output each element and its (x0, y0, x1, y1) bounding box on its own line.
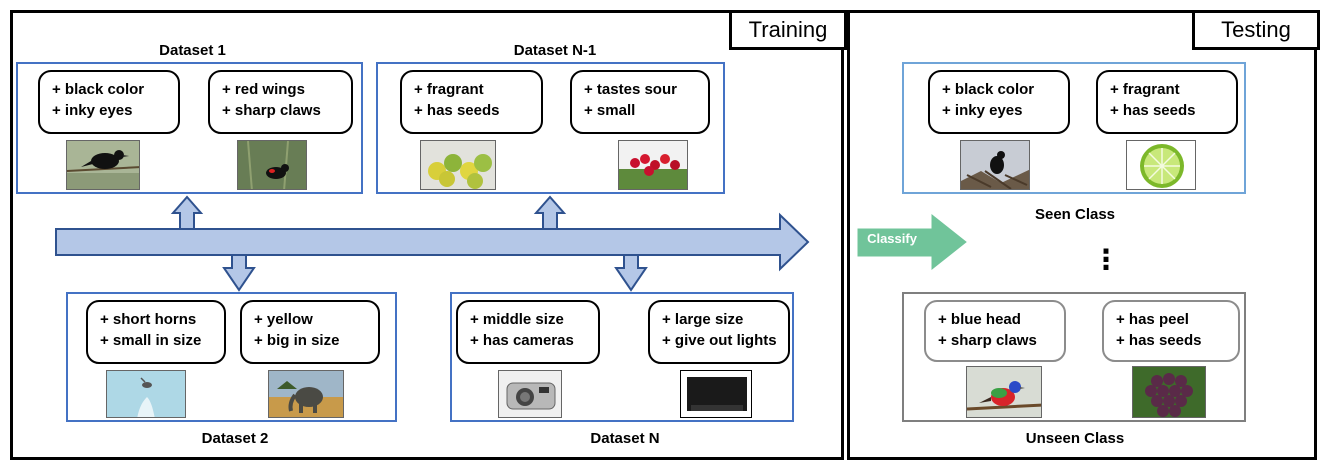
painted-bunting-photo (966, 366, 1042, 418)
grapes-photo (1132, 366, 1206, 418)
unseen-class-title: Unseen Class (1025, 430, 1125, 447)
arrow-down-dataset-n (614, 254, 648, 292)
attribute-line: + inky eyes (942, 102, 1023, 119)
attribute-box: + yellow + big in size (240, 300, 380, 364)
sliced-lime-photo (1126, 140, 1196, 190)
attribute-line: + sharp claws (222, 102, 321, 119)
dataset-n-1-title: Dataset N-1 (513, 42, 597, 59)
dataset-n-title: Dataset N (590, 430, 660, 447)
dataset-2-box: + short horns + small in size + yellow +… (66, 292, 397, 422)
attribute-line: + has seeds (1110, 102, 1196, 119)
limes-photo (420, 140, 496, 190)
attribute-line: + tastes sour (584, 81, 677, 98)
attribute-box: + blue head + sharp claws (924, 300, 1066, 362)
arrow-up-dataset-n-1 (533, 195, 567, 230)
attribute-line: + short horns (100, 311, 197, 328)
attribute-box: + short horns + small in size (86, 300, 226, 364)
training-label: Training (729, 10, 847, 50)
attribute-box: + fragrant + has seeds (400, 70, 543, 134)
camera-photo (498, 370, 562, 418)
dataset-n-box: + middle size + has cameras + large size… (450, 292, 794, 422)
black-device-photo (680, 370, 752, 418)
attribute-line: + has seeds (1116, 332, 1202, 349)
attribute-box: + has peel + has seeds (1102, 300, 1240, 362)
unseen-class-box: + blue head + sharp claws + has peel + h… (902, 292, 1246, 422)
seen-class-box: + black color + inky eyes + fragrant + h… (902, 62, 1246, 194)
dataset-n-1-box: + fragrant + has seeds + tastes sour + s… (376, 62, 725, 194)
attribute-line: + has cameras (470, 332, 574, 349)
snow-animal-photo (106, 370, 186, 418)
black-bird-on-branches-photo (960, 140, 1030, 190)
attribute-line: + fragrant (1110, 81, 1180, 98)
dataset-1-box: + black color + inky eyes + red wings + … (16, 62, 363, 194)
red-winged-bird-photo (237, 140, 307, 190)
dataset-2-title: Dataset 2 (201, 430, 269, 447)
attribute-line: + red wings (222, 81, 305, 98)
attribute-line: + small in size (100, 332, 202, 349)
attribute-box: + middle size + has cameras (456, 300, 600, 364)
arrow-up-dataset-1 (170, 195, 204, 230)
attribute-box: + black color + inky eyes (38, 70, 180, 134)
classify-arrow (857, 213, 967, 271)
attribute-line: + give out lights (662, 332, 777, 349)
attribute-line: + sharp claws (938, 332, 1037, 349)
arrow-down-dataset-2 (222, 254, 256, 292)
testing-label: Testing (1192, 10, 1320, 50)
attribute-line: + black color (942, 81, 1035, 98)
attribute-line: + yellow (254, 311, 313, 328)
attribute-line: + blue head (938, 311, 1021, 328)
attribute-box: + black color + inky eyes (928, 70, 1070, 134)
dataset-1-title: Dataset 1 (159, 42, 226, 59)
attribute-line: + large size (662, 311, 744, 328)
attribute-box: + large size + give out lights (648, 300, 790, 364)
attribute-line: + fragrant (414, 81, 484, 98)
ellipsis-dots: ⋮ (1092, 244, 1120, 275)
elephant-photo (268, 370, 344, 418)
attribute-line: + inky eyes (52, 102, 133, 119)
classify-label: Classify (867, 231, 917, 246)
attribute-line: + black color (52, 81, 145, 98)
attribute-line: + has peel (1116, 311, 1189, 328)
attribute-line: + small (584, 102, 636, 119)
main-flow-arrow (55, 212, 810, 272)
black-bird-photo (66, 140, 140, 190)
attribute-box: + tastes sour + small (570, 70, 710, 134)
attribute-box: + red wings + sharp claws (208, 70, 353, 134)
cherries-photo (618, 140, 688, 190)
attribute-line: + has seeds (414, 102, 500, 119)
attribute-box: + fragrant + has seeds (1096, 70, 1238, 134)
attribute-line: + middle size (470, 311, 564, 328)
seen-class-title: Seen Class (1034, 206, 1116, 223)
attribute-line: + big in size (254, 332, 340, 349)
